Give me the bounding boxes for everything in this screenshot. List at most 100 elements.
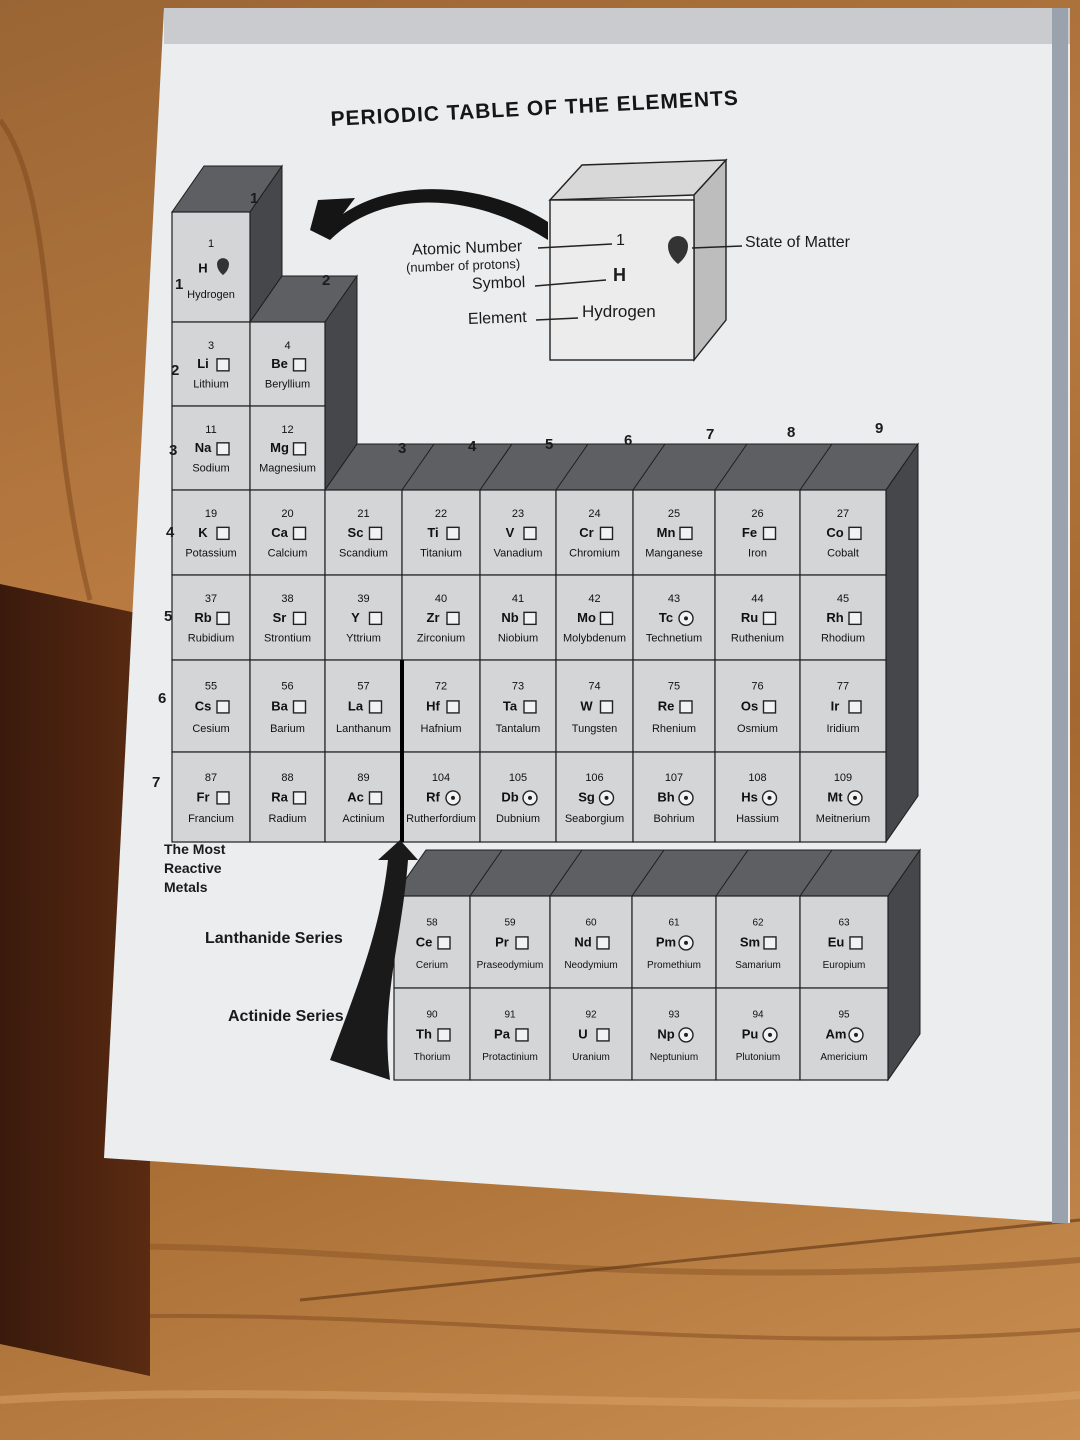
solid-cube-icon <box>762 611 777 626</box>
cell-face <box>479 574 557 661</box>
cell-face <box>549 987 633 1081</box>
cell-face <box>479 751 557 843</box>
cell-face <box>632 751 716 843</box>
gas-balloon-icon <box>668 236 688 264</box>
element-name: Seaborgium <box>565 813 624 825</box>
top-divider <box>714 443 748 491</box>
element-symbol: La <box>348 699 364 714</box>
element-symbol: V <box>506 525 515 540</box>
element-symbol: Mn <box>657 525 676 540</box>
atomic-number: 27 <box>837 508 849 520</box>
cell-face <box>171 321 251 407</box>
cell-face <box>401 751 481 843</box>
legend-layer <box>310 158 743 362</box>
pointer-state <box>691 245 743 249</box>
atomic-number: 87 <box>205 772 217 784</box>
element-name: Iridium <box>826 723 859 735</box>
legend-symbol-label: Symbol <box>471 274 526 293</box>
cell-face <box>469 987 551 1081</box>
element-symbol: Be <box>271 356 288 371</box>
element-symbol: Fr <box>197 790 210 805</box>
solid-cube-icon <box>596 936 610 950</box>
legend-element-label: Element <box>467 308 527 329</box>
element-name: Actinium <box>342 813 384 825</box>
cell-face <box>555 574 634 661</box>
solid-cube-icon <box>762 700 777 714</box>
element-name: Ruthenium <box>731 632 784 644</box>
synthetic-circle-dot <box>767 795 772 800</box>
atomic-number: 58 <box>426 917 438 928</box>
main-right-side-face <box>885 442 919 844</box>
solid-cube-icon <box>292 700 307 714</box>
element-symbol: Sg <box>578 790 595 805</box>
atomic-number: 62 <box>752 917 764 928</box>
group-number: 9 <box>875 420 884 437</box>
element-name: Cesium <box>192 723 229 735</box>
element-name: Vanadium <box>494 547 543 559</box>
atomic-number: 90 <box>426 1009 438 1020</box>
element-symbol: Zr <box>427 610 440 625</box>
solid-cube-icon <box>292 358 307 372</box>
atomic-number: 43 <box>668 593 680 605</box>
most-reactive-line-2: Reactive <box>164 860 222 876</box>
cell-face <box>632 489 716 576</box>
top-divider <box>555 443 589 491</box>
period-number: 7 <box>152 774 161 791</box>
element-symbol: Ti <box>427 525 438 540</box>
solid-cube-icon <box>446 611 460 626</box>
atomic-number: 3 <box>208 340 214 352</box>
element-name: Lithium <box>193 379 228 391</box>
element-name: Barium <box>270 723 305 735</box>
synthetic-circle-dot <box>854 1032 858 1037</box>
solid-cube-icon <box>679 526 693 541</box>
gas-balloon-icon <box>217 258 229 276</box>
cell-face <box>393 987 471 1081</box>
atomic-number: 63 <box>838 917 850 928</box>
atomic-number: 73 <box>512 680 524 692</box>
atomic-number: 91 <box>504 1009 516 1020</box>
atomic-number: 37 <box>205 593 217 605</box>
period-number: 6 <box>158 690 167 707</box>
group-number: 5 <box>545 436 554 453</box>
cell-face <box>799 895 889 989</box>
element-symbol: Mg <box>270 440 289 455</box>
element-name: Rhenium <box>652 723 696 735</box>
element-symbol: Co <box>826 525 843 540</box>
atomic-number: 109 <box>834 772 852 784</box>
element-name: Molybdenum <box>563 632 626 644</box>
period-number: 4 <box>166 524 175 541</box>
cell-face <box>171 751 251 843</box>
element-symbol: Ca <box>271 525 288 540</box>
lanthanide-series-label: Lanthanide Series <box>205 930 343 947</box>
synthetic-circle-dot <box>684 940 688 945</box>
solid-cube-icon <box>368 791 383 805</box>
legend-cube-face <box>549 199 695 361</box>
solid-cube-icon <box>849 936 863 950</box>
cell-face <box>171 489 251 576</box>
element-name: Praseodymium <box>477 960 544 971</box>
element-name: Plutonium <box>736 1052 780 1063</box>
synthetic-circle-dot <box>684 616 688 621</box>
cell-face <box>401 489 481 576</box>
cell-face <box>549 895 633 989</box>
atomic-number: 75 <box>668 680 680 692</box>
